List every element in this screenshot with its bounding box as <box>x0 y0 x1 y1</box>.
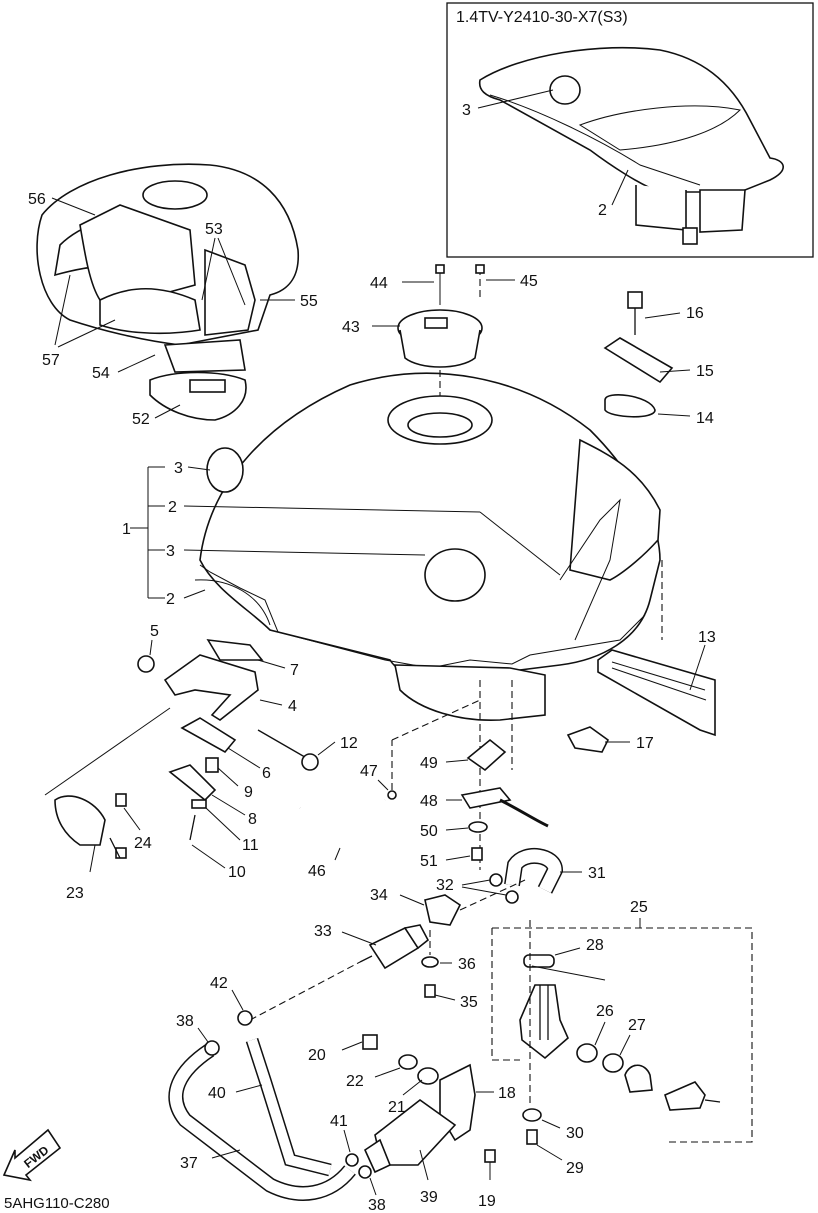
label-25: 25 <box>630 899 648 916</box>
label-43: 43 <box>342 319 360 336</box>
tank-leaders: 1 3 2 3 2 <box>122 460 561 608</box>
label-3-upper: 3 <box>174 460 183 477</box>
label-22: 22 <box>346 1073 364 1090</box>
label-41: 41 <box>330 1113 348 1130</box>
label-55: 55 <box>300 293 318 310</box>
inset-label-2: 2 <box>598 202 607 219</box>
label-11: 11 <box>242 837 259 854</box>
label-50: 50 <box>420 823 438 840</box>
label-44: 44 <box>370 275 388 292</box>
label-26: 26 <box>596 1003 614 1020</box>
label-8: 8 <box>248 811 257 828</box>
label-16: 16 <box>686 305 704 322</box>
label-51: 51 <box>420 853 438 870</box>
label-37: 37 <box>180 1155 198 1172</box>
label-15: 15 <box>696 363 714 380</box>
label-2-lower: 2 <box>166 591 175 608</box>
label-31: 31 <box>588 865 606 882</box>
center-valve-group: 49 48 50 51 <box>420 680 549 870</box>
label-56: 56 <box>28 191 46 208</box>
label-39: 39 <box>420 1189 438 1206</box>
pump-group: 20 22 21 18 39 19 <box>308 1034 516 1210</box>
label-32: 32 <box>436 877 454 894</box>
label-1: 1 <box>122 521 131 538</box>
label-2-upper: 2 <box>168 499 177 516</box>
figure-code: 5AHG110-C280 <box>4 1195 110 1212</box>
label-27: 27 <box>628 1017 646 1034</box>
side-cover-group: 56 53 55 57 54 52 <box>28 163 318 428</box>
label-3-lower: 3 <box>166 543 175 560</box>
label-40: 40 <box>208 1085 226 1102</box>
label-53: 53 <box>205 221 223 238</box>
inset-box: 1.4TV-Y2410-30-X7(S3) 3 2 <box>446 2 814 258</box>
filter-group: 33 <box>249 923 430 1021</box>
label-35: 35 <box>460 994 478 1011</box>
label-23: 23 <box>66 885 84 902</box>
label-10: 10 <box>228 864 246 881</box>
fuel-cap-group: 44 45 43 <box>342 264 538 396</box>
label-4: 4 <box>288 698 297 715</box>
label-6: 6 <box>262 765 271 782</box>
label-38-upper: 38 <box>176 1013 194 1030</box>
label-13: 13 <box>698 629 716 646</box>
hose-group-37: 42 38 40 37 41 38 <box>168 975 386 1213</box>
label-30: 30 <box>566 1125 584 1142</box>
label-33: 33 <box>314 923 332 940</box>
label-29: 29 <box>566 1160 584 1177</box>
label-19: 19 <box>478 1193 496 1210</box>
label-7: 7 <box>290 662 299 679</box>
label-12: 12 <box>340 735 358 752</box>
label-48: 48 <box>420 793 438 810</box>
fwd-arrow: FWD <box>2 1128 62 1182</box>
label-5: 5 <box>150 623 159 640</box>
label-14: 14 <box>696 410 714 427</box>
label-36: 36 <box>458 956 476 973</box>
petcock-group: 25 28 26 27 30 29 <box>491 899 753 1177</box>
label-17: 17 <box>636 735 654 752</box>
label-21: 21 <box>388 1099 406 1116</box>
label-57: 57 <box>42 352 60 369</box>
label-20: 20 <box>308 1047 326 1064</box>
label-38-lower: 38 <box>368 1197 386 1213</box>
label-18: 18 <box>498 1085 516 1102</box>
hose-group-46: 46 47 <box>298 699 481 880</box>
label-54: 54 <box>92 365 110 382</box>
label-45: 45 <box>520 273 538 290</box>
label-52: 52 <box>132 411 150 428</box>
label-42: 42 <box>210 975 228 992</box>
right-parts-group: 16 15 14 13 17 <box>566 291 716 753</box>
label-49: 49 <box>420 755 438 772</box>
fuel-tank <box>194 372 661 722</box>
label-24: 24 <box>134 835 152 852</box>
label-46: 46 <box>308 863 326 880</box>
left-brackets-group: 7 5 4 6 12 9 8 11 10 23 24 <box>44 623 358 902</box>
label-34: 34 <box>370 887 388 904</box>
inset-title: 1.4TV-Y2410-30-X7(S3) <box>456 9 628 26</box>
label-28: 28 <box>586 937 604 954</box>
hose-group-31: 31 32 34 36 35 <box>370 848 606 1011</box>
label-47: 47 <box>360 763 378 780</box>
label-9: 9 <box>244 784 253 801</box>
inset-label-3: 3 <box>462 102 471 119</box>
